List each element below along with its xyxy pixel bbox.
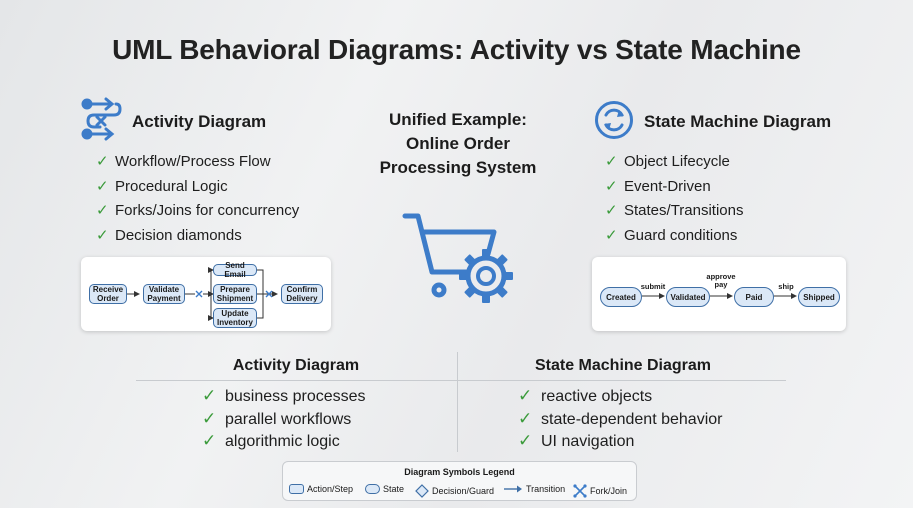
comparison-activity-list: ✓business processes ✓parallel workflows … [202, 385, 366, 453]
check-icon: ✓ [605, 202, 618, 219]
check-icon: ✓ [96, 202, 109, 219]
check-icon: ✓ [96, 153, 109, 170]
transition-arrow-icon [504, 485, 522, 493]
activity-heading: Activity Diagram [132, 112, 267, 131]
state-icon [365, 484, 380, 494]
check-icon: ✓ [518, 386, 533, 405]
comparison-activity-head: Activity Diagram [232, 357, 360, 374]
list-item: ✓algorithmic logic [202, 431, 340, 450]
state-cycle-icon [594, 100, 634, 140]
list-item: ✓Guard conditions [605, 224, 744, 249]
legend-title: Diagram Symbols Legend [404, 467, 515, 477]
check-icon: ✓ [202, 408, 217, 428]
list-item: ✓Forks/Joins for concurrency [96, 199, 299, 224]
page-title: UML Behavioral Diagrams: Activity vs Sta… [112, 34, 801, 65]
check-icon: ✓ [202, 431, 217, 450]
unified-example-title: Unified Example: Online Order Processing… [379, 110, 537, 177]
fork-join-icon [573, 484, 587, 498]
state-paid: Paid [734, 287, 774, 307]
list-item: ✓UI navigation [518, 431, 635, 450]
activity-connectors [127, 267, 278, 321]
activity-icon [80, 97, 124, 141]
state-validated: Validated [666, 287, 710, 307]
state-heading: State Machine Diagram [644, 112, 832, 131]
list-item: ✓Object Lifecycle [605, 150, 744, 175]
check-icon: ✓ [96, 177, 109, 195]
state-transitions [642, 293, 797, 299]
check-icon: ✓ [96, 226, 109, 244]
check-icon: ✓ [605, 153, 618, 170]
event-ship: ship [778, 282, 794, 291]
cart-gear-icon [402, 210, 516, 306]
list-item: ✓parallel workflows [202, 408, 352, 428]
list-item: ✓reactive objects [518, 386, 653, 405]
list-item: ✓Workflow/Process Flow [96, 150, 299, 175]
legend-fork: Fork/Join [573, 484, 627, 498]
legend-action: Action/Step [289, 484, 353, 494]
check-icon: ✓ [202, 386, 217, 405]
comparison-state-head: State Machine Diagram [534, 357, 712, 374]
state-features: ✓Object Lifecycle ✓Event-Driven ✓States/… [605, 150, 744, 248]
legend: Diagram Symbols Legend Action/Step State… [282, 461, 637, 501]
list-item: ✓state-dependent behavior [518, 408, 723, 428]
state-shipped: Shipped [798, 287, 840, 307]
list-item: ✓Procedural Logic [96, 175, 299, 200]
decision-diamond-icon [415, 484, 429, 498]
list-item: ✓States/Transitions [605, 199, 744, 224]
check-icon: ✓ [605, 177, 618, 195]
list-item: ✓business processes [202, 386, 366, 405]
legend-state: State [365, 484, 404, 494]
state-diagram-card: Created Validated Paid Shipped submit ap… [592, 257, 846, 331]
event-submit: submit [640, 282, 666, 291]
legend-decision: Decision/Guard [415, 484, 494, 498]
check-icon: ✓ [518, 408, 533, 428]
check-icon: ✓ [518, 431, 533, 450]
list-item: ✓Decision diamonds [96, 224, 299, 249]
comparison-divider-vertical [457, 352, 458, 452]
check-icon: ✓ [605, 226, 618, 244]
legend-transition: Transition [503, 484, 565, 494]
comparison-state-list: ✓reactive objects ✓state-dependent behav… [518, 385, 722, 453]
node-send-email: Send Email [213, 261, 257, 279]
list-item: ✓Event-Driven [605, 175, 744, 200]
comparison-divider-horizontal [136, 380, 786, 381]
activity-features: ✓Workflow/Process Flow ✓Procedural Logic… [96, 150, 299, 248]
action-step-icon [289, 484, 304, 494]
event-approve-pay: approve pay [706, 272, 736, 289]
state-created: Created [600, 287, 642, 307]
